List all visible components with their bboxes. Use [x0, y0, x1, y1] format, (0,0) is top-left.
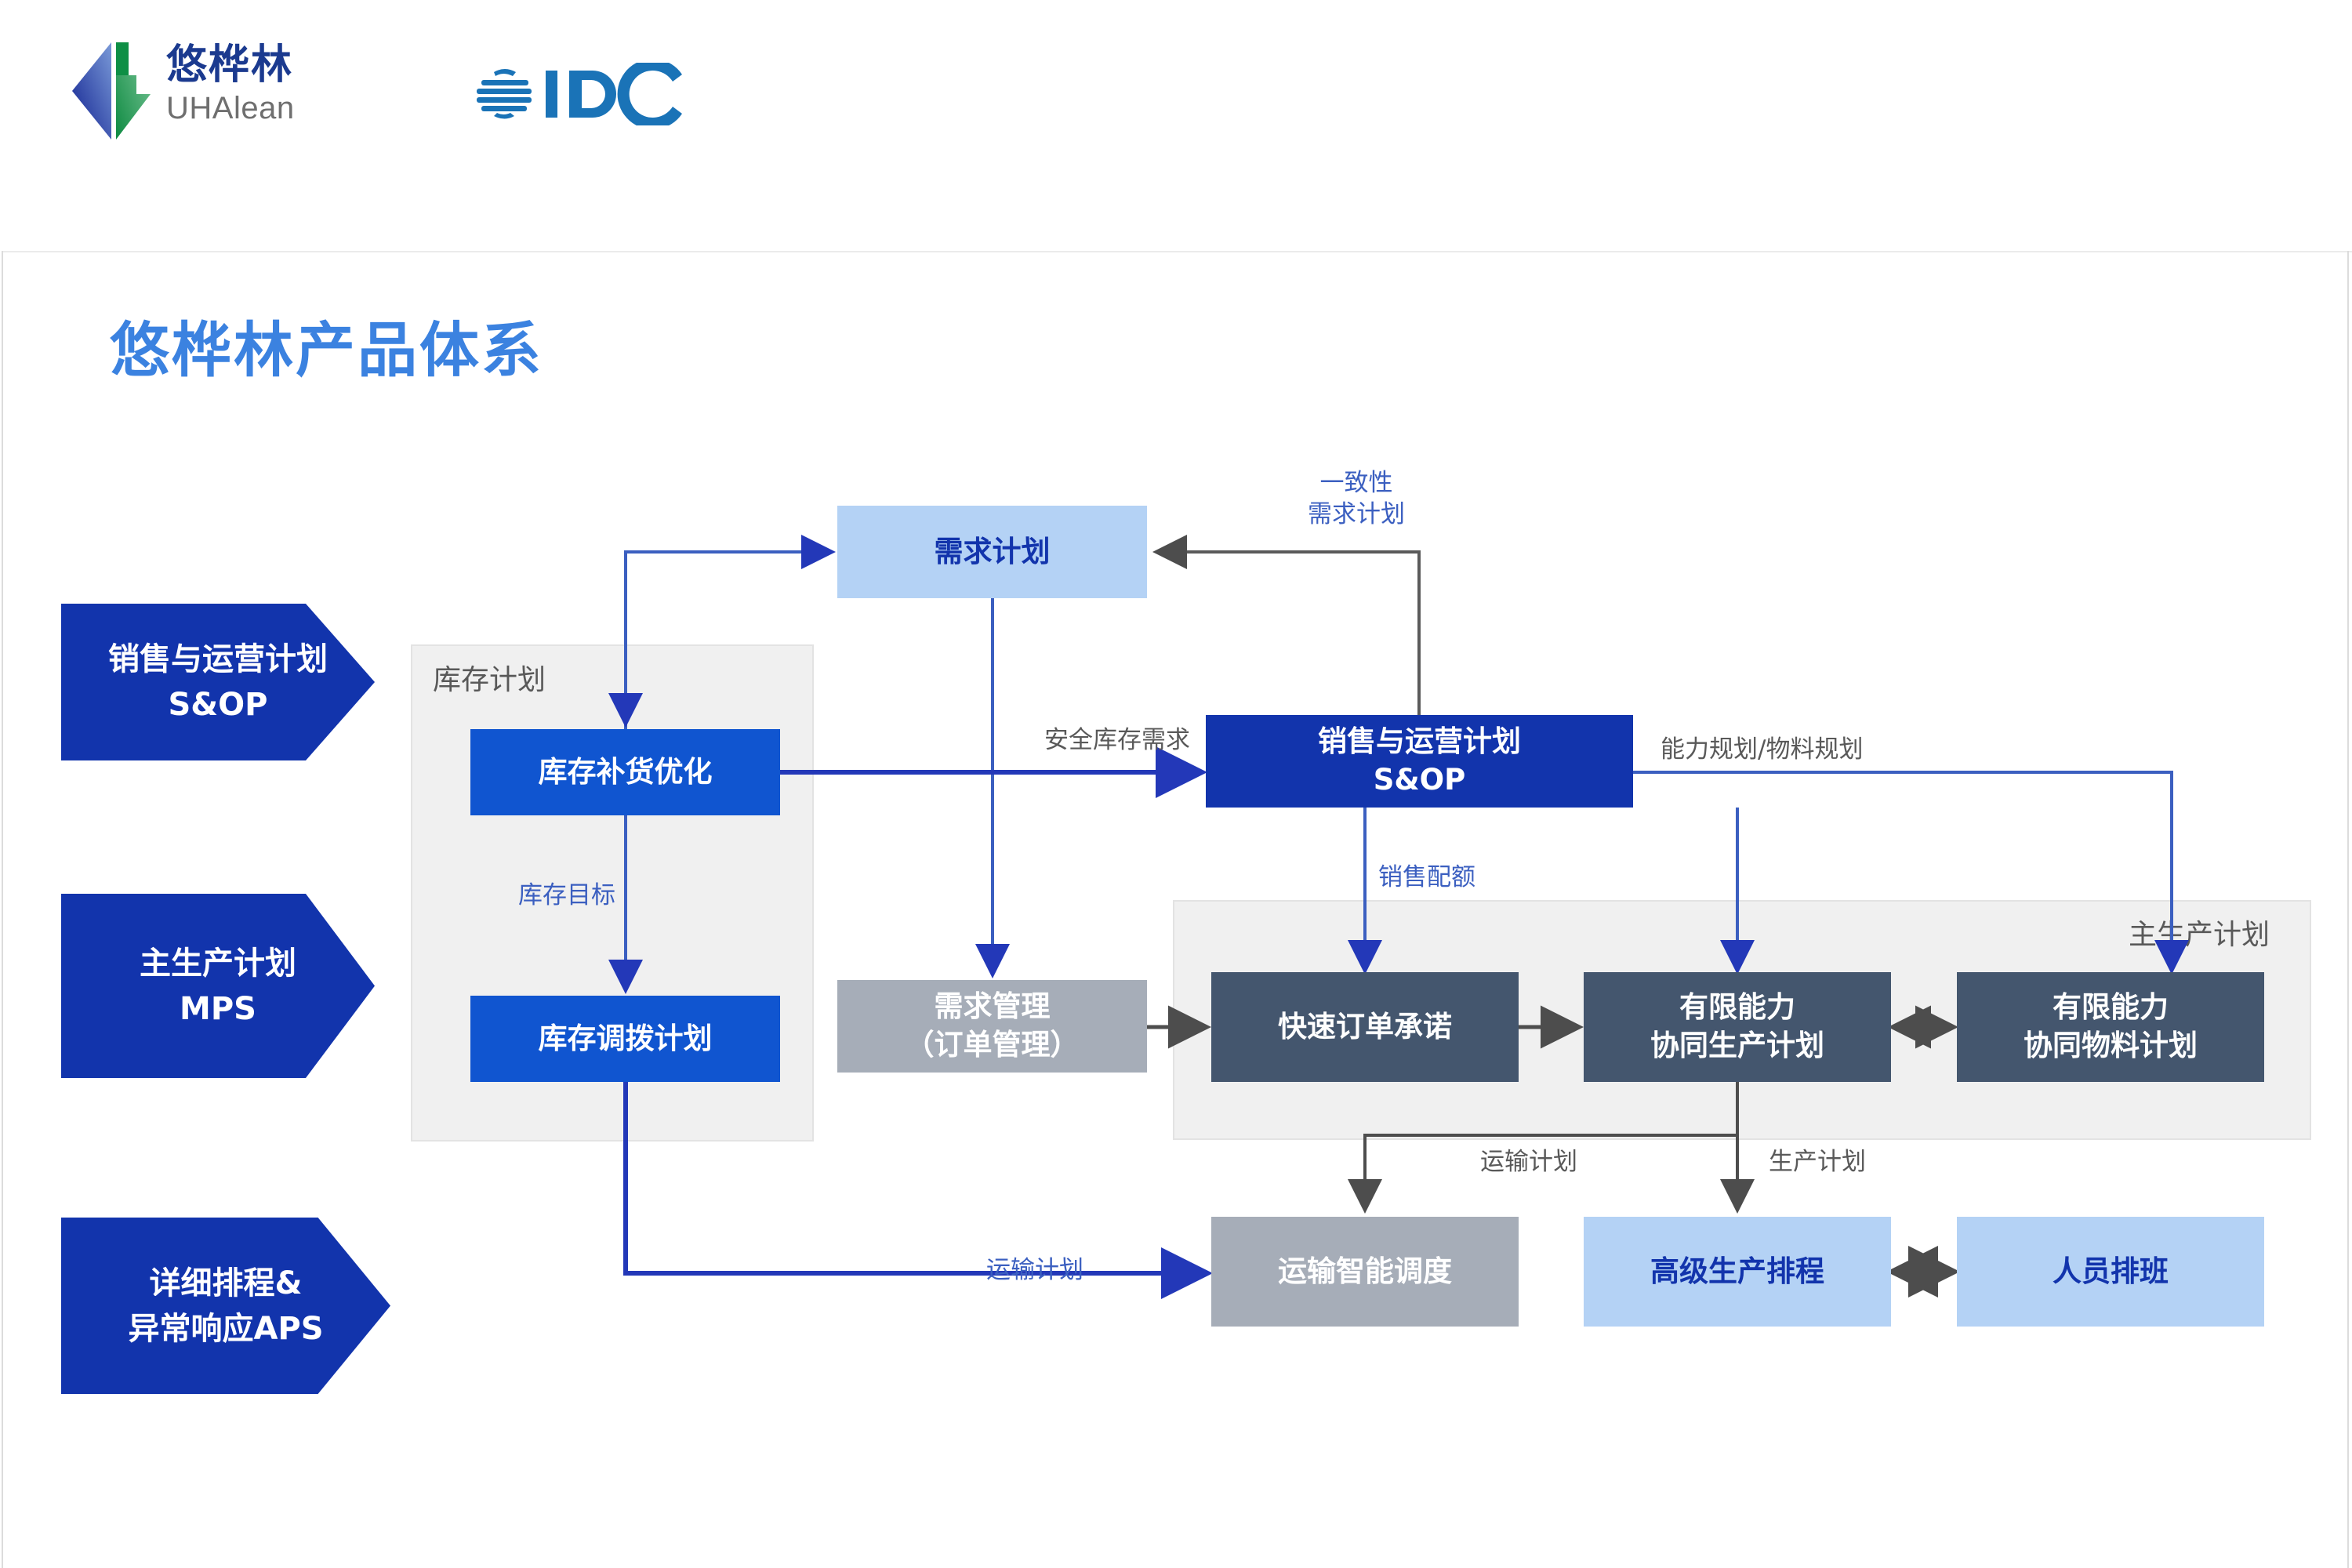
box-advanced-scheduling-label: 高级生产排程: [1650, 1254, 1824, 1288]
uhalean-logo: 悠桦林 UHAlean: [69, 41, 383, 143]
box-replenishment-optimization-label: 库存补货优化: [538, 754, 713, 789]
box-capacity-material-plan-label: 有限能力 协同物料计划: [2024, 990, 2198, 1062]
box-demand-management-label: 需求管理 （订单管理）: [905, 989, 1080, 1062]
box-order-quote-label: 快速订单承诺: [1278, 1009, 1452, 1044]
box-demand-management[interactable]: 需求管理 （订单管理）: [837, 980, 1147, 1073]
box-capacity-material-plan[interactable]: 有限能力 协同物料计划: [1957, 972, 2264, 1082]
box-order-quote[interactable]: 快速订单承诺: [1211, 972, 1519, 1082]
box-staff-shift[interactable]: 人员排班: [1957, 1217, 2264, 1327]
box-sop[interactable]: 销售与运营计划 S&OP: [1206, 715, 1633, 808]
page-frame-left: [2, 251, 3, 1568]
uhalean-logo-mark: [72, 42, 151, 140]
box-inventory-transfer-plan[interactable]: 库存调拨计划: [470, 996, 780, 1082]
page-frame-right: [2347, 251, 2349, 1568]
edge-label-safety-stock-demand: 安全库存需求: [1044, 726, 1190, 754]
stage-sop-line1: 销售与运营计划: [108, 641, 328, 677]
box-capacity-production-plan[interactable]: 有限能力 协同生产计划: [1584, 972, 1891, 1082]
idc-logo: [470, 59, 706, 129]
stage-arrow-mps[interactable]: 主生产计划 MPS: [61, 894, 375, 1078]
group-master-production-schedule-label: 主生产计划: [2129, 919, 2270, 951]
idc-logo-glyph: [477, 59, 682, 129]
box-demand-plan[interactable]: 需求计划: [837, 506, 1147, 598]
brand-name-en: UHAlean: [166, 90, 295, 125]
edge-label-sales-quota: 销售配额: [1378, 863, 1475, 891]
edge-label-capacity-material-planning: 能力规划/物料规划: [1661, 735, 1864, 764]
group-inventory-planning-label: 库存计划: [433, 664, 546, 696]
uhalean-logo-text: 悠桦林 UHAlean: [166, 44, 386, 128]
box-inventory-transfer-plan-label: 库存调拨计划: [538, 1021, 713, 1055]
box-sop-label: 销售与运营计划 S&OP: [1318, 724, 1521, 797]
edge-label-consistency-demand-plan: 一致性 需求计划: [1308, 469, 1405, 529]
page-title: 悠桦林产品体系: [110, 315, 543, 385]
box-capacity-production-plan-label: 有限能力 协同生产计划: [1650, 990, 1824, 1062]
edge-label-transport-plan-left: 运输计划: [986, 1256, 1083, 1284]
edge-label-inventory-target: 库存目标: [518, 881, 615, 909]
stage-aps-line2: 异常响应APS: [128, 1310, 324, 1347]
stage-arrow-sop[interactable]: 销售与运营计划 S&OP: [61, 604, 375, 760]
box-replenishment-optimization[interactable]: 库存补货优化: [470, 729, 780, 815]
page-frame-top: [2, 251, 2352, 252]
stage-mps-line1: 主生产计划: [140, 945, 296, 982]
box-demand-plan-label: 需求计划: [934, 534, 1051, 568]
box-transport-dispatch[interactable]: 运输智能调度: [1211, 1217, 1519, 1327]
stage-arrow-aps[interactable]: 详细排程& 异常响应APS: [61, 1218, 390, 1394]
box-staff-shift-label: 人员排班: [2053, 1254, 2169, 1288]
stage-mps-line2: MPS: [180, 990, 256, 1027]
stage-aps-line1: 详细排程&: [149, 1265, 303, 1301]
brand-name-cn: 悠桦林: [166, 42, 294, 89]
stage-sop-line2: S&OP: [168, 687, 268, 723]
edge-label-production-plan: 生产计划: [1769, 1148, 1866, 1176]
edge-label-transport-plan-top: 运输计划: [1480, 1148, 1577, 1176]
box-transport-dispatch-label: 运输智能调度: [1278, 1254, 1452, 1288]
box-advanced-scheduling[interactable]: 高级生产排程: [1584, 1217, 1891, 1327]
